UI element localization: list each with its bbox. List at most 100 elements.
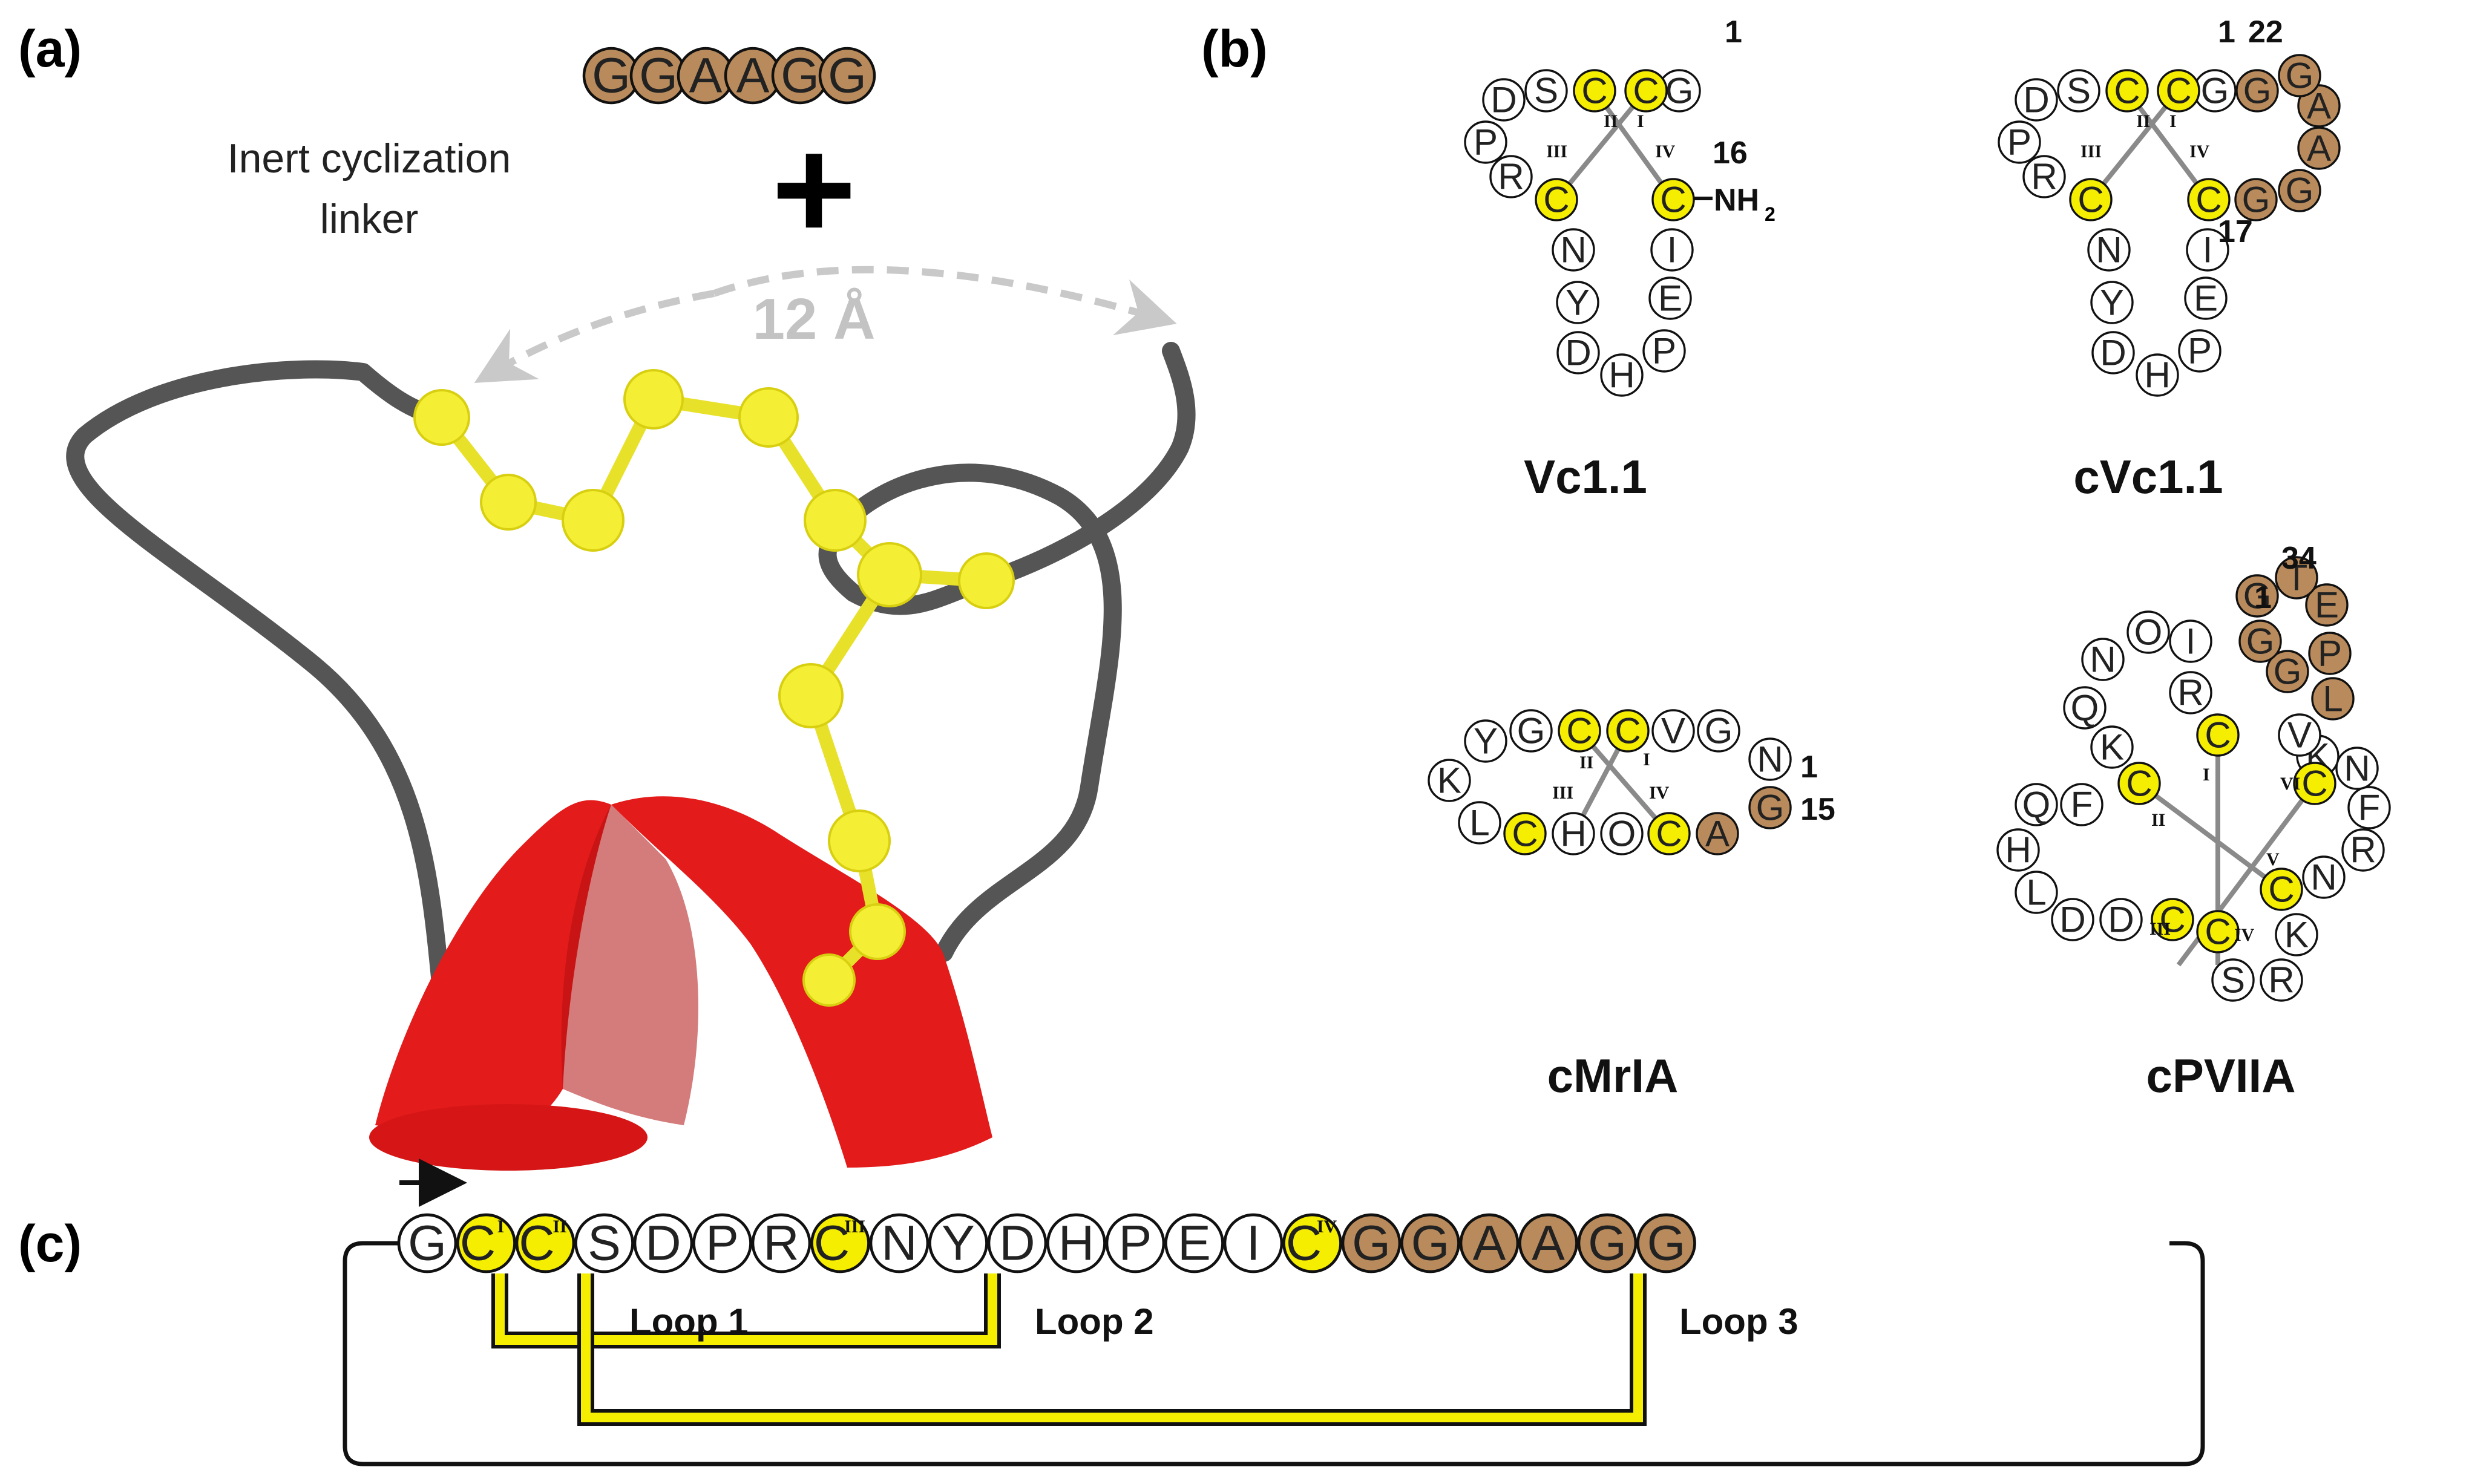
cvc11-residue-12: H — [2136, 353, 2179, 397]
cvc11-residue-15-letter: I — [2203, 230, 2213, 270]
cmria-residue-9: L — [1458, 801, 1501, 845]
panel-a-linker-residue-2-letter: G — [639, 48, 678, 103]
panel-a-linker-residue-6-letter: G — [828, 48, 867, 103]
cpviia-residue-7-letter: Q — [2071, 688, 2099, 728]
cpviia-residue-8-letter: K — [2100, 727, 2124, 768]
cvc11-residue-7-letter: R — [2031, 157, 2057, 197]
cpviia-residue-5-letter: O — [2134, 612, 2163, 653]
cmria-residue-6-letter: G — [1517, 711, 1546, 751]
vc11-residue-11: D — [1556, 331, 1600, 374]
cpviia-residue-12-letter: H — [2005, 830, 2031, 871]
vc11-bond-ii: II — [1604, 111, 1618, 131]
seq-residue-8-letter: C — [814, 1216, 850, 1271]
cvc11-residue-1-letter: G — [2201, 71, 2229, 111]
vc11-residue-15: I — [1650, 228, 1694, 272]
cpviia-residue-6-letter: N — [2090, 639, 2116, 680]
vc11-residue-16-letter: C — [1660, 180, 1686, 220]
cvc11-residue-22-letter: G — [2243, 71, 2272, 111]
vc11-residue-12-letter: H — [1608, 355, 1635, 396]
cmria-residue-14-letter: A — [1705, 814, 1730, 854]
cvc11-residue-9: N — [2087, 228, 2131, 272]
cvc11-residue-19-letter: A — [2307, 128, 2331, 169]
vc11-disulfide-lines — [1554, 89, 1676, 201]
seq-residue-16-letter: C — [1286, 1216, 1322, 1271]
cpviia-bond-v: V — [2266, 849, 2280, 869]
cmria-residue-9-letter: L — [1469, 803, 1489, 843]
cvc11-name: cVc1.1 — [2073, 450, 2223, 503]
cvc11-bond-iii: III — [2080, 142, 2102, 162]
cmria-bond-iii: III — [1552, 783, 1573, 803]
cvc11-residue-10: Y — [2090, 281, 2134, 324]
vc11-residue-13-letter: P — [1652, 331, 1676, 371]
cvc11-residue-13-letter: P — [2188, 331, 2212, 371]
panel-b-label: (b) — [1201, 20, 1268, 78]
cmria-num-15: 15 — [1800, 792, 1835, 827]
vc11-residue-2: C — [1624, 69, 1668, 113]
cvc11-bond-iv: IV — [2189, 142, 2210, 162]
vc11-bond-i: I — [1637, 111, 1644, 131]
vc11-residue-4-letter: S — [1534, 71, 1558, 111]
cpviia-residue-23-letter: R — [2350, 830, 2376, 871]
cmria-residue-7-letter: Y — [1474, 721, 1498, 762]
seq-residue-8-superscript: III — [844, 1217, 865, 1237]
seq-residue-19: A — [1459, 1213, 1520, 1273]
cmria-residue-4: C — [1606, 709, 1650, 753]
seq-residue-4-letter: S — [588, 1216, 621, 1271]
cpviia-residue-30: P — [2308, 632, 2352, 675]
loop-1-label: Loop 1 — [629, 1301, 749, 1342]
cpviia-residue-18: S — [2211, 958, 2255, 1002]
cpviia-residue-28-letter: V — [2287, 715, 2312, 756]
cvc11-residue-13: P — [2178, 329, 2221, 373]
seq-residue-6-letter: P — [706, 1216, 739, 1271]
cpviia-bond-vi: VI — [2280, 774, 2300, 794]
cvc11-residue-22: G — [2235, 69, 2279, 113]
seq-residue-22-letter: G — [1647, 1216, 1686, 1271]
cpviia-residue-33-letter: G — [2243, 576, 2272, 616]
cmria-residue-1: N — [1748, 737, 1792, 781]
cpviia-residue-22-letter: N — [2310, 857, 2336, 898]
vc11-residue-9: N — [1552, 228, 1595, 272]
seq-residue-15-letter: I — [1247, 1216, 1261, 1271]
panel-a-linker-residue-6: G — [818, 47, 876, 105]
seq-residue-16-superscript: IV — [1317, 1217, 1337, 1237]
cmria-residue-13-letter: C — [1656, 814, 1682, 854]
cpviia-residue-19: R — [2260, 958, 2303, 1002]
vc11-num-16: 16 — [1713, 136, 1748, 171]
disulfide-connectors — [491, 1273, 1647, 1426]
cpviia-residue-5: O — [2126, 610, 2170, 654]
cvc11-residue-4-letter: S — [2067, 71, 2091, 111]
linker-caption-line2: linker — [320, 196, 419, 242]
cvc11-num-22: 22 — [2248, 15, 2283, 50]
seq-residue-3-letter: C — [519, 1216, 554, 1271]
cmria-residue-10-letter: C — [1512, 814, 1538, 854]
cpviia-residue-8: K — [2090, 725, 2134, 769]
cmria-residue-6: G — [1509, 709, 1553, 753]
seq-residue-3-superscript: II — [552, 1217, 566, 1237]
panel-a-linker-residue-1: G — [582, 47, 640, 105]
cpviia-residue-27-letter: C — [2301, 763, 2327, 804]
cvc11-residue-16: C — [2187, 178, 2231, 221]
seq-residue-11-letter: D — [999, 1216, 1035, 1271]
cmria-residue-13: C — [1647, 812, 1691, 855]
cpviia-residue-24-letter: F — [2358, 788, 2381, 828]
cvc11-residue-15: I — [2186, 228, 2229, 272]
vc11-residue-4: S — [1524, 69, 1568, 113]
seq-residue-18-letter: G — [1411, 1216, 1450, 1271]
seq-residue-7-letter: R — [763, 1216, 799, 1271]
cpviia-bond-i: I — [2203, 765, 2210, 785]
loop-2-label: Loop 2 — [1035, 1301, 1154, 1342]
cpviia-residue-2: C — [2196, 713, 2240, 757]
cmria-bond-iv: IV — [1649, 783, 1670, 803]
cmria-residue-11: H — [1552, 812, 1595, 855]
cpviia-residue-7: Q — [2063, 686, 2107, 730]
cvc11-residue-3: C — [2105, 69, 2149, 113]
cpviia-residue-23: R — [2341, 828, 2385, 872]
cmria-residue-5-letter: C — [1566, 711, 1592, 751]
